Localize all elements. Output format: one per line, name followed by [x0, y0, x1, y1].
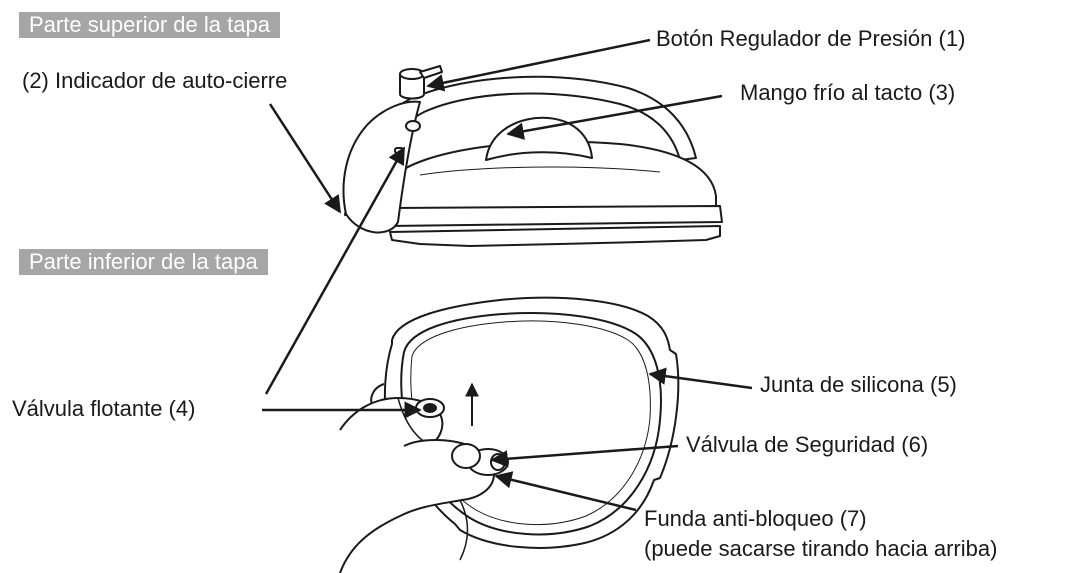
label-silicone-gasket: Junta de silicona (5)	[760, 372, 957, 397]
label-pressure-button: Botón Regulador de Presión (1)	[656, 26, 966, 51]
leader-auto-lock	[268, 103, 342, 214]
leader-cool-handle	[506, 94, 723, 140]
section-tag-bottom: Parte inferior de la tapa	[19, 249, 268, 275]
lid-top-view	[342, 65, 723, 247]
label-auto-lock: (2) Indicador de auto-cierre	[22, 68, 288, 93]
label-anti-block-cover: Funda anti-bloqueo (7)	[644, 506, 867, 531]
handle-front	[342, 100, 421, 234]
pressure-regulator-knob-icon	[399, 65, 443, 100]
leader-lines	[262, 38, 753, 512]
label-anti-block-note: (puede sacarse tirando hacia arriba)	[644, 536, 998, 561]
leader-float-valve-up	[264, 146, 406, 395]
lid-rim	[387, 205, 723, 227]
label-cool-handle: Mango frío al tacto (3)	[740, 80, 956, 105]
float-valve-icon	[415, 398, 445, 418]
leader-pressure-button	[426, 38, 651, 92]
leader-anti-block	[494, 471, 637, 512]
leader-safety-valve	[490, 444, 679, 468]
lid-bottom-view	[339, 296, 680, 573]
section-tag-top: Parte superior de la tapa	[19, 12, 280, 38]
lid-dome	[391, 140, 717, 211]
auto-lock-indicator-icon	[405, 120, 421, 132]
leader-gasket	[648, 367, 753, 390]
label-float-valve: Válvula flotante (4)	[12, 396, 196, 421]
label-safety-valve: Válvula de Seguridad (6)	[686, 432, 929, 457]
